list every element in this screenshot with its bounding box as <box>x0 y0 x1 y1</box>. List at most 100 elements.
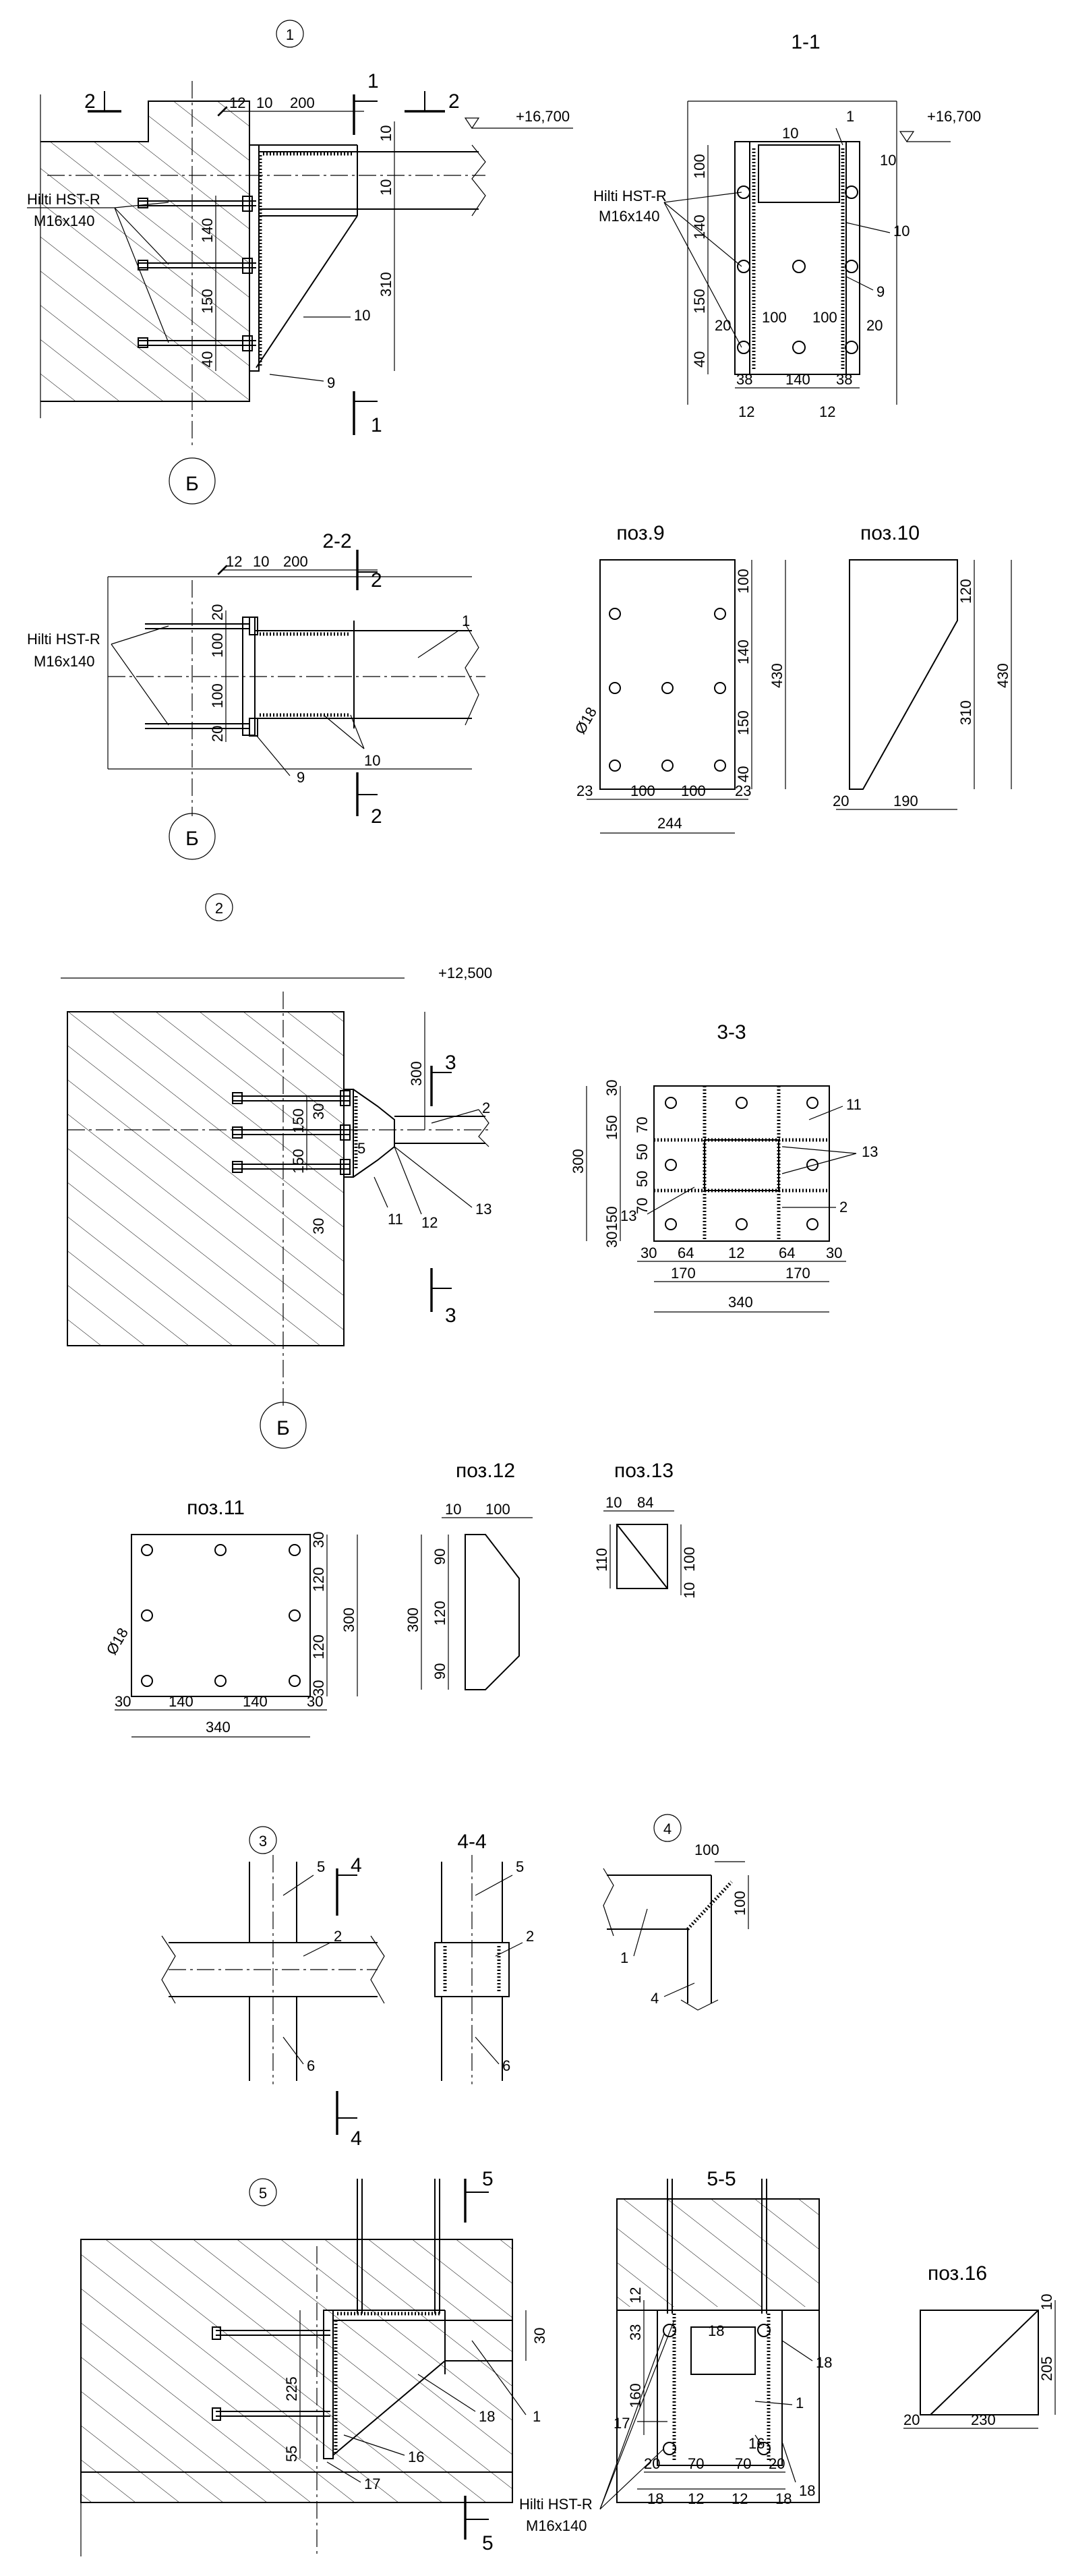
svg-text:1: 1 <box>620 1949 628 1966</box>
svg-text:18: 18 <box>708 2322 724 2339</box>
svg-text:10: 10 <box>364 752 380 769</box>
svg-text:33: 33 <box>627 2324 644 2341</box>
svg-text:4: 4 <box>651 1990 659 2007</box>
svg-text:300: 300 <box>408 1061 425 1086</box>
svg-text:1: 1 <box>846 108 854 125</box>
svg-text:150: 150 <box>199 289 216 314</box>
svg-text:M16x140: M16x140 <box>599 208 660 225</box>
svg-text:30: 30 <box>115 1693 131 1710</box>
svg-text:12: 12 <box>738 403 754 420</box>
svg-text:100: 100 <box>209 633 226 658</box>
section-1-1: 1-1 +16,700 Hilti HST-R M16x140 100 140 … <box>593 31 981 420</box>
svg-text:110: 110 <box>593 1548 610 1572</box>
poz12-plate <box>465 1534 520 1690</box>
svg-text:30: 30 <box>310 1680 327 1696</box>
anchor-bolts-node2 <box>232 1090 351 1175</box>
node-4-marker: 4 <box>663 1821 672 1837</box>
node-5: 5 5 5 30 225 55 18 1 16 17 <box>80 2168 548 2556</box>
anchor-label-2: M16x140 <box>34 212 95 229</box>
svg-text:Ø18: Ø18 <box>103 1625 131 1658</box>
svg-text:30: 30 <box>603 1080 620 1096</box>
svg-text:70: 70 <box>735 2455 751 2472</box>
svg-text:9: 9 <box>876 283 885 300</box>
svg-text:140: 140 <box>243 1693 268 1710</box>
svg-text:190: 190 <box>893 793 918 809</box>
poz9-plate <box>599 559 736 790</box>
svg-text:Hilti HST-R: Hilti HST-R <box>519 2496 593 2513</box>
svg-text:300: 300 <box>340 1607 357 1632</box>
svg-text:18: 18 <box>799 2482 815 2499</box>
svg-text:205: 205 <box>1038 2356 1055 2381</box>
svg-text:430: 430 <box>769 663 785 688</box>
svg-text:20: 20 <box>903 2411 920 2428</box>
svg-text:16: 16 <box>748 2435 765 2452</box>
svg-text:10: 10 <box>681 1582 698 1599</box>
svg-text:11: 11 <box>388 1211 403 1228</box>
node5-embed-plate <box>323 2310 334 2459</box>
svg-text:120: 120 <box>431 1601 448 1626</box>
svg-text:5: 5 <box>482 2532 494 2554</box>
svg-text:30: 30 <box>603 1232 620 1248</box>
svg-text:6: 6 <box>502 2057 510 2074</box>
poz12-title: поз.12 <box>456 1460 515 1482</box>
svg-text:10: 10 <box>354 307 370 324</box>
svg-text:12: 12 <box>421 1214 438 1231</box>
svg-text:200: 200 <box>290 94 315 111</box>
svg-text:30: 30 <box>826 1244 842 1261</box>
svg-text:23: 23 <box>576 782 593 799</box>
svg-text:50: 50 <box>634 1144 651 1160</box>
svg-text:13: 13 <box>475 1201 492 1218</box>
svg-text:13: 13 <box>620 1207 636 1224</box>
section-2-2: 2-2 Hilti HST-R M16x140 12 10 200 20 100… <box>27 530 485 860</box>
section-4-4: 4-4 5 2 6 <box>434 1831 534 2084</box>
svg-text:310: 310 <box>957 700 974 725</box>
svg-text:140: 140 <box>169 1693 193 1710</box>
svg-text:120: 120 <box>310 1567 327 1592</box>
node5-stiffener <box>332 2360 446 2456</box>
svg-text:84: 84 <box>637 1494 653 1511</box>
svg-text:38: 38 <box>736 371 752 388</box>
svg-text:17: 17 <box>364 2475 380 2492</box>
svg-text:30: 30 <box>310 1218 327 1234</box>
node-5-marker: 5 <box>259 2185 267 2202</box>
plate-pos11 <box>653 1085 830 1242</box>
section-2-2-title: 2-2 <box>322 530 351 552</box>
svg-text:1: 1 <box>367 70 379 92</box>
node-3: 3 4 4 5 2 6 <box>161 1826 385 2150</box>
svg-text:12: 12 <box>688 2490 704 2507</box>
svg-text:13: 13 <box>862 1143 878 1160</box>
svg-text:30: 30 <box>310 1104 327 1120</box>
svg-text:140: 140 <box>785 371 810 388</box>
axis-b-marker: Б <box>185 473 199 495</box>
node-3-marker: 3 <box>259 1833 267 1850</box>
plate-pos9 <box>734 141 860 375</box>
svg-text:100: 100 <box>630 782 655 799</box>
svg-text:10: 10 <box>253 553 269 570</box>
anchor-bolts-22 <box>145 617 258 737</box>
svg-text:4: 4 <box>351 1854 362 1877</box>
svg-text:20: 20 <box>833 793 849 809</box>
poz11-plate <box>131 1534 311 1697</box>
anchor-bolts-node5 <box>212 2179 440 2421</box>
section-5-5-title: 5-5 <box>707 2168 736 2190</box>
svg-text:100: 100 <box>209 683 226 708</box>
svg-text:64: 64 <box>779 1244 795 1261</box>
poz9-title: поз.9 <box>616 522 664 544</box>
section-1-1-title: 1-1 <box>791 31 820 53</box>
svg-text:10: 10 <box>893 223 910 239</box>
svg-text:10: 10 <box>880 152 896 169</box>
svg-text:10: 10 <box>378 179 394 196</box>
svg-text:55: 55 <box>283 2446 300 2462</box>
part-poz16: поз.16 10 205 20 230 <box>903 2262 1056 2429</box>
svg-text:12: 12 <box>732 2490 748 2507</box>
tube-section <box>758 144 840 203</box>
svg-text:10: 10 <box>782 125 798 142</box>
section-5-5: 5-5 12 33 160 18 20 70 70 20 18 12 12 18… <box>519 2168 832 2534</box>
svg-text:1: 1 <box>462 612 470 629</box>
node-1-marker: 1 <box>286 26 294 43</box>
svg-text:20: 20 <box>866 317 883 334</box>
section-4-4-title: 4-4 <box>457 1831 486 1853</box>
svg-text:2: 2 <box>334 1928 342 1945</box>
svg-text:Б: Б <box>276 1417 290 1439</box>
